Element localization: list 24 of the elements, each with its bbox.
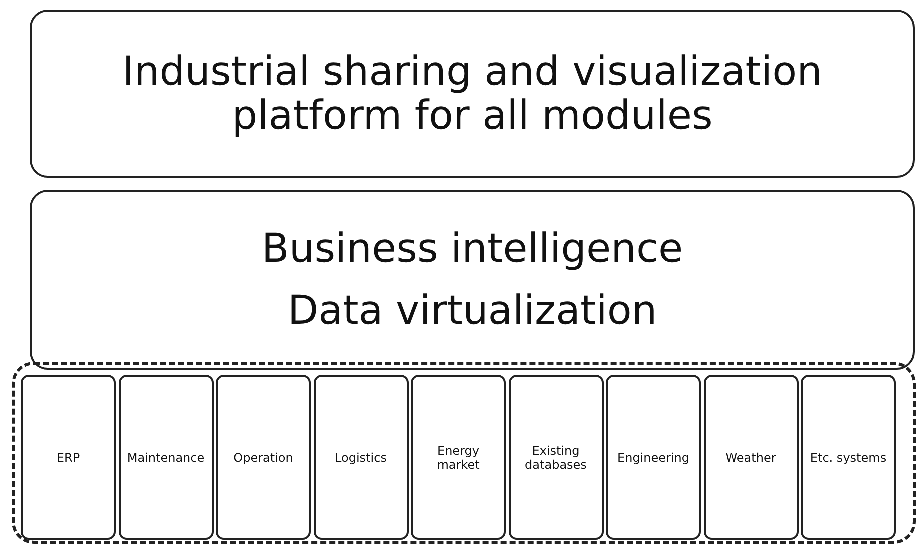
- label-text: ERP: [56, 450, 80, 464]
- label-text: Engineering: [618, 450, 690, 464]
- source-box: [118, 375, 214, 540]
- source-box: [21, 375, 116, 540]
- source-box: [801, 375, 896, 540]
- label-text: Weather: [726, 450, 776, 464]
- label-text: Operation: [234, 450, 294, 464]
- source-box: [216, 375, 311, 540]
- label-text: Business intelligence: [262, 225, 684, 274]
- label-text: Etc. systems: [810, 450, 887, 464]
- source-box: [314, 375, 408, 540]
- dashed-group-outline: [12, 362, 916, 544]
- label-text: Logistics: [335, 450, 387, 464]
- source-box: [508, 375, 604, 540]
- label-text: Maintenance: [127, 450, 205, 464]
- label-text: Existing databases: [524, 444, 588, 472]
- layer-box: [30, 190, 915, 370]
- label-text: Industrial sharing and visualization platform for all modules: [122, 50, 824, 138]
- label-text: Data virtualization: [288, 287, 658, 336]
- platform-box: [30, 10, 915, 178]
- label-text: Energy market: [436, 444, 481, 472]
- source-box: [411, 375, 506, 540]
- source-box: [606, 375, 701, 540]
- source-box: [704, 375, 798, 540]
